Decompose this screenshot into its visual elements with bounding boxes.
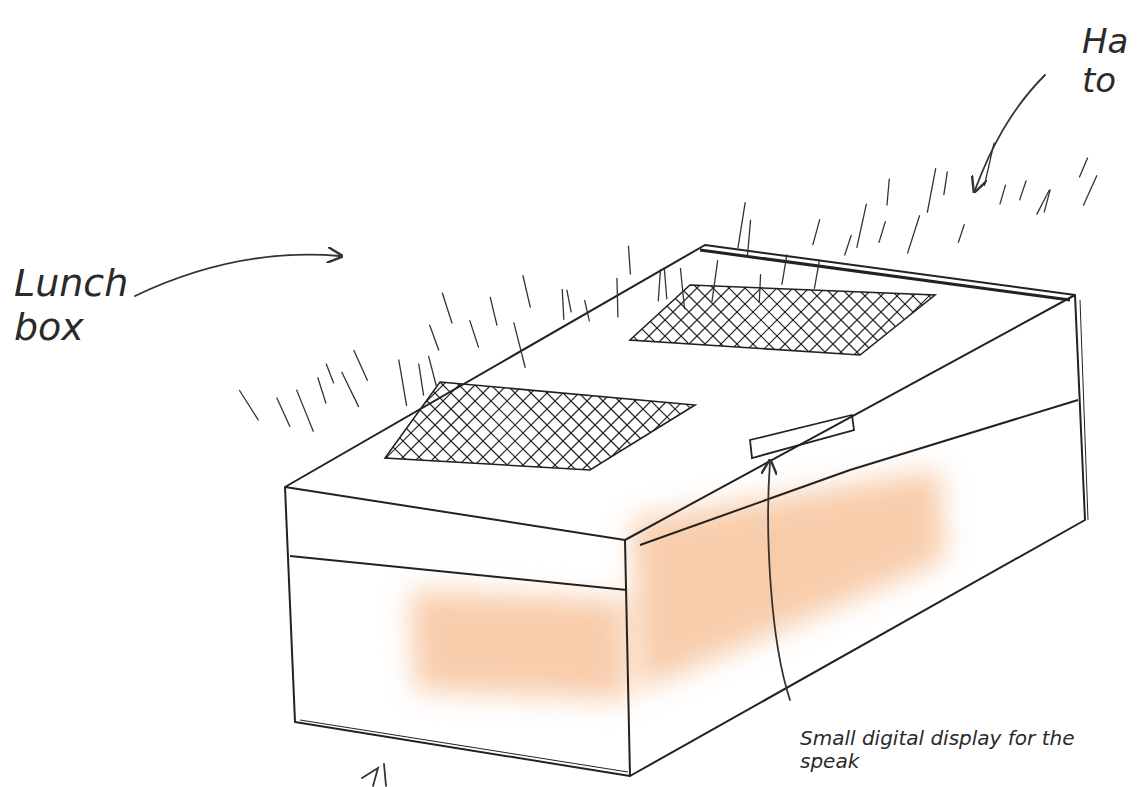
box-outline (285, 245, 1088, 776)
sound-lines (240, 143, 1097, 431)
sketch-note: Ha to (1082, 22, 1138, 100)
orange-shading (410, 470, 945, 700)
sketch-note: Lunch box (14, 262, 144, 349)
sketch-note: Small digital display for the speak (800, 727, 1135, 773)
speaker-grille (0, 280, 1089, 480)
leader-lines (135, 75, 1045, 786)
digital-display (750, 415, 854, 458)
